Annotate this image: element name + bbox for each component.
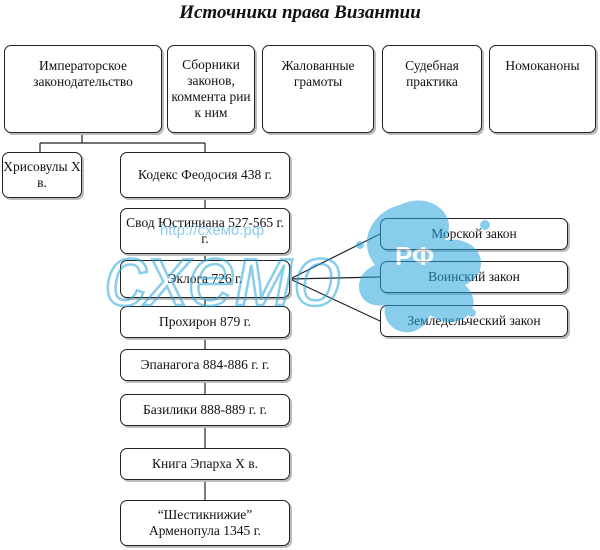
law-maritime: Морской закон (380, 218, 568, 250)
source-label: Сборники законов, коммента рии к ним (171, 57, 251, 120)
law-label: Воинский закон (428, 269, 520, 284)
code-hexabiblos: “Шестикнижие” Арменопула 1345 г. (120, 500, 290, 546)
code-label: Эпанагога 884-886 г. г. (140, 357, 270, 372)
chrysobulls-box: Хрисовулы X в. (2, 152, 82, 198)
law-label: Морской закон (431, 226, 517, 241)
code-label: Прохирон 879 г. (158, 314, 251, 329)
code-label: Базилики 888-889 г. г. (143, 402, 267, 417)
code-book-of-eparch: Книга Эпарха X в. (120, 448, 290, 480)
source-law-collections: Сборники законов, коммента рии к ним (167, 45, 255, 133)
source-charters: Жалованные грамоты (262, 45, 374, 133)
law-label: Земледельческий закон (407, 313, 541, 328)
code-label: “Шестикнижие” Арменопула 1345 г. (148, 507, 262, 538)
law-military: Воинский закон (380, 261, 568, 293)
code-label: Книга Эпарха X в. (151, 456, 259, 471)
code-basilika: Базилики 888-889 г. г. (120, 394, 290, 426)
source-label: Жалованные грамоты (281, 58, 355, 89)
code-prochiron: Прохирон 879 г. (120, 306, 290, 338)
code-label: Кодекс Феодосия 438 г. (138, 167, 272, 182)
source-nomocanons: Номоканоны (489, 45, 596, 133)
code-theodosian: Кодекс Феодосия 438 г. (120, 152, 290, 198)
code-justinian: Свод Юстиниана 527-565 г. г. (120, 208, 290, 254)
diagram-title: Источники права Византии (179, 2, 421, 23)
source-court-practice: Судебная практика (382, 45, 482, 133)
code-ecloga: Эклога 726 г. (120, 260, 290, 298)
source-label: Судебная практика (405, 58, 459, 89)
chrysobulls-label: Хрисовулы X в. (3, 159, 81, 190)
code-label: Свод Юстиниана 527-565 г. г. (126, 215, 284, 246)
source-label: Императорское законодательство (33, 58, 133, 89)
law-agrarian: Земледельческий закон (380, 305, 568, 337)
code-epanagoge: Эпанагога 884-886 г. г. (120, 349, 290, 381)
code-label: Эклога 726 г. (167, 271, 243, 286)
source-imperial-legislation: Императорское законодательство (4, 45, 162, 133)
source-label: Номоканоны (505, 58, 580, 73)
